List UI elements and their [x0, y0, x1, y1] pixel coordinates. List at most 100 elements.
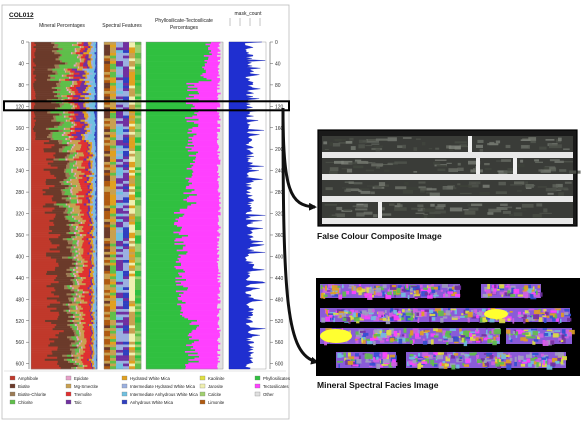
mineral-strip: [82, 315, 91, 319]
mineral-strip: [87, 150, 92, 153]
mineral-strip: [95, 84, 98, 88]
other-fill: [217, 364, 224, 367]
spectral-cell: [116, 325, 124, 329]
tectosilicate-fill: [198, 99, 218, 102]
core-texture: [489, 143, 499, 146]
spectral-cell: [129, 268, 136, 272]
mineral-strip: [89, 209, 93, 212]
mineral-strip: [95, 321, 97, 325]
mineral-strip: [82, 348, 91, 351]
facies-patch: [339, 309, 344, 313]
mineral-strip: [75, 305, 78, 308]
spectral-cell: [104, 276, 111, 280]
mineral-strip: [56, 89, 61, 92]
facies-patch: [508, 331, 511, 338]
mineral-strip: [71, 344, 77, 347]
phyllosilicate-fill: [146, 53, 213, 56]
mineral-strip: [82, 68, 88, 71]
mineral-strip: [56, 299, 70, 302]
spectral-cell: [104, 107, 111, 111]
facies-patch: [354, 353, 359, 357]
other-fill: [216, 164, 224, 167]
mineral-strip: [31, 217, 55, 221]
mineral-strip: [55, 117, 70, 120]
phyllosilicate-fill: [146, 105, 195, 108]
phyllosilicate-fill: [146, 63, 205, 66]
core-texture: [516, 189, 522, 192]
mineral-strip: [51, 119, 57, 122]
core-texture: [457, 183, 461, 186]
mineral-strip: [55, 72, 59, 75]
mineral-strip: [31, 101, 35, 104]
tectosilicate-fill: [179, 208, 221, 211]
facies-patch: [356, 334, 363, 339]
facies-patch: [501, 292, 504, 297]
mineral-strip: [60, 89, 67, 92]
spectral-cell: [104, 156, 111, 160]
mineral-strip: [72, 44, 74, 47]
spectral-cell: [123, 129, 130, 133]
facies-patch: [459, 316, 465, 318]
spectral-cell: [135, 63, 142, 67]
spectral-cell: [104, 145, 111, 149]
mineral-strip: [94, 197, 97, 200]
facies-yellow-patch: [320, 329, 352, 343]
mineral-strip: [75, 299, 85, 302]
mineral-strip: [91, 270, 95, 274]
facies-patch: [552, 333, 559, 338]
spectral-cell: [123, 330, 130, 334]
track-header-phyllo-line1: Phyllosilicate-Tectosilicate: [155, 18, 213, 24]
mineral-strip: [88, 54, 93, 57]
facies-patch: [388, 362, 393, 368]
mineral-strip: [87, 123, 90, 127]
facies-patch: [465, 334, 472, 338]
other-fill: [220, 92, 224, 95]
other-fill: [218, 246, 224, 249]
spectral-cell: [123, 265, 130, 269]
mineral-strip: [31, 285, 47, 288]
mineral-strip: [66, 166, 70, 170]
mineral-strip: [93, 366, 96, 370]
mineral-strip: [49, 225, 70, 229]
facies-patch: [449, 328, 456, 331]
spectral-cell: [116, 197, 124, 201]
mineral-strip: [77, 321, 80, 325]
other-fill: [217, 346, 224, 349]
spectral-cell: [123, 183, 130, 187]
mineral-strip: [93, 215, 97, 219]
mineral-strip: [63, 178, 67, 182]
spectral-cell: [104, 251, 111, 255]
facies-patch: [433, 294, 439, 297]
mineral-strip: [75, 332, 80, 335]
spectral-cell: [104, 123, 111, 127]
mineral-strip: [72, 295, 78, 298]
tectosilicate-fill: [177, 257, 218, 260]
mineral-strip: [89, 95, 95, 98]
mineral-strip: [78, 42, 83, 45]
facies-patch: [540, 312, 546, 315]
other-fill: [219, 326, 224, 329]
facies-patch: [353, 286, 356, 291]
mineral-strip: [63, 111, 65, 114]
spectral-cell: [104, 208, 111, 212]
mineral-strip: [79, 332, 81, 335]
mask-axis-ticks: [229, 18, 261, 26]
mineral-strip: [69, 197, 72, 200]
facies-patch: [418, 362, 424, 368]
other-fill: [218, 187, 224, 190]
mineral-strip: [78, 180, 85, 184]
mineral-strip: [79, 211, 88, 214]
facies-patch: [415, 333, 419, 339]
facies-patch: [559, 333, 563, 335]
mineral-strip: [78, 91, 84, 94]
mineral-strip: [31, 105, 35, 108]
mineral-strip: [91, 297, 94, 300]
spectral-cell: [104, 262, 111, 266]
mineral-strip: [91, 64, 95, 67]
mineral-strip: [31, 111, 35, 114]
mineral-strip: [31, 264, 60, 268]
spectral-cell: [116, 205, 124, 209]
core-texture: [428, 148, 433, 150]
facies-patch: [419, 313, 422, 317]
tectosilicate-fill: [188, 154, 220, 157]
